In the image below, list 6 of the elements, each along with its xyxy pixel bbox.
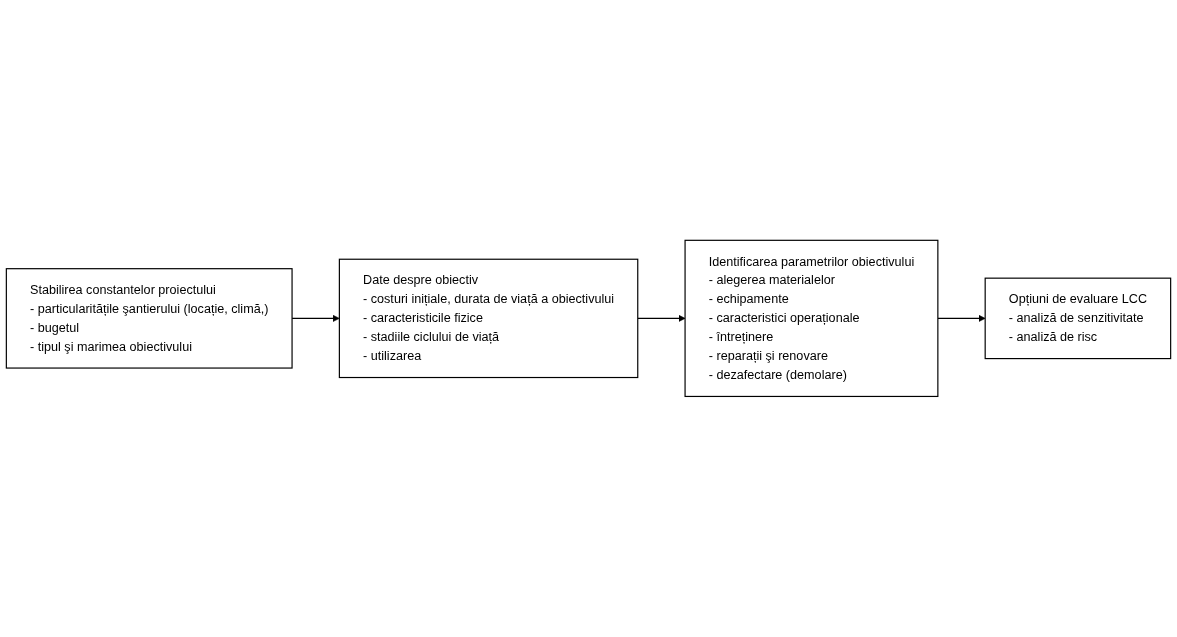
arrow	[637, 315, 686, 322]
node-box: Identificarea parametrilor obiectivului - alegerea materialelor - echipamente - caracteristici operaționale - întreținere - reparații şi renovare - dezafectare (demolare)	[684, 239, 939, 398]
node-box: Opțiuni de evaluare LCC - analiză de senzitivitate - analiză de risc	[984, 277, 1172, 360]
node-box: Date despre obiectiv - costuri inițiale, durata de viață a obiectivului - caracteristicile fizice - stadiile ciclului de viață - utilizarea	[338, 258, 639, 379]
node-box: Stabilirea constantelor proiectului - particularitățile şantierului (locație, climă,) - bugetul - tipul şi marimea obiectivului	[5, 268, 293, 369]
arrow	[937, 315, 986, 322]
